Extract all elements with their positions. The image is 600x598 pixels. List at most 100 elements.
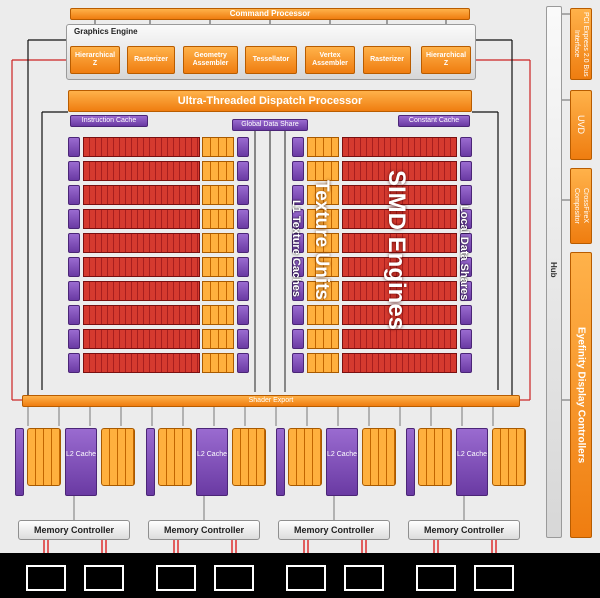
l2-side-bar — [276, 428, 285, 496]
eyefinity-display-controllers: Eyefinity Display Controllers — [570, 252, 592, 538]
left-local-data-share — [68, 353, 80, 373]
right-simd-engine — [342, 305, 457, 325]
right-l1-texture-cache — [292, 161, 304, 181]
left-l1-texture-cache — [237, 257, 249, 277]
right-l1-texture-cache — [292, 305, 304, 325]
right-simd-engine — [342, 233, 457, 253]
left-simd-engine — [83, 305, 200, 325]
l2-cache-1: L2 Cache — [65, 428, 97, 496]
right-local-data-share — [460, 137, 472, 157]
left-simd-engine — [83, 161, 200, 181]
right-l1-texture-cache — [292, 329, 304, 349]
right-l1-texture-cache — [292, 185, 304, 205]
graphics-engine-label: Graphics Engine — [74, 27, 138, 36]
left-texture-unit — [202, 281, 234, 301]
command-processor: Command Processor — [70, 8, 470, 20]
l2-side-bar — [146, 428, 155, 496]
left-texture-unit — [202, 257, 234, 277]
memory-chip-8 — [474, 565, 514, 591]
left-l1-texture-cache — [237, 305, 249, 325]
right-local-data-share — [460, 161, 472, 181]
instruction-cache: Instruction Cache — [70, 115, 148, 127]
l2-texture-block — [101, 428, 135, 486]
graphics-engine-unit-4: Tessellator — [245, 46, 297, 74]
texture-units-label: Texture Units — [311, 180, 332, 301]
right-texture-unit — [307, 137, 339, 157]
left-texture-unit — [202, 233, 234, 253]
right-local-data-share — [460, 257, 472, 277]
pci-express-interface: PCI Express 2.0 Bus Interface — [570, 8, 592, 80]
left-local-data-share — [68, 257, 80, 277]
crossfirex-compositor: CrossFireX Compositor — [570, 168, 592, 244]
left-local-data-share — [68, 233, 80, 253]
graphics-engine-unit-7: Hierarchical Z — [421, 46, 471, 74]
memory-controller-4: Memory Controller — [408, 520, 520, 540]
local-data-shares-label: Local Data Shares — [458, 205, 470, 301]
right-texture-unit — [307, 281, 339, 301]
right-local-data-share — [460, 281, 472, 301]
right-l1-texture-cache — [292, 257, 304, 277]
left-local-data-share — [68, 161, 80, 181]
right-local-data-share — [460, 329, 472, 349]
left-texture-unit — [202, 329, 234, 349]
graphics-engine-unit-5: Vertex Assembler — [305, 46, 355, 74]
left-simd-engine — [83, 257, 200, 277]
left-simd-engine — [83, 233, 200, 253]
l2-texture-block — [492, 428, 526, 486]
l2-texture-block — [418, 428, 452, 486]
right-simd-engine — [342, 161, 457, 181]
ultra-threaded-dispatch-processor: Ultra-Threaded Dispatch Processor — [68, 90, 472, 112]
global-data-share: Global Data Share — [232, 119, 308, 131]
l1-texture-caches-label: L1 Texture Caches — [290, 200, 302, 298]
memory-chip-7 — [416, 565, 456, 591]
left-texture-unit — [202, 137, 234, 157]
left-texture-unit — [202, 209, 234, 229]
left-simd-engine — [83, 137, 200, 157]
left-texture-unit — [202, 185, 234, 205]
right-simd-engine — [342, 329, 457, 349]
left-simd-engine — [83, 329, 200, 349]
shader-export: Shader Export — [22, 395, 520, 407]
memory-chip-3 — [156, 565, 196, 591]
left-simd-engine — [83, 353, 200, 373]
left-simd-engine — [83, 185, 200, 205]
graphics-engine-unit-1: Hierarchical Z — [70, 46, 120, 74]
right-local-data-share — [460, 209, 472, 229]
right-texture-unit — [307, 257, 339, 277]
graphics-engine-unit-3: Geometry Assembler — [183, 46, 238, 74]
l2-cache-4: L2 Cache — [456, 428, 488, 496]
right-l1-texture-cache — [292, 233, 304, 253]
left-local-data-share — [68, 185, 80, 205]
right-l1-texture-cache — [292, 209, 304, 229]
right-l1-texture-cache — [292, 281, 304, 301]
l2-texture-block — [288, 428, 322, 486]
right-local-data-share — [460, 185, 472, 205]
right-texture-unit — [307, 209, 339, 229]
right-texture-unit — [307, 233, 339, 253]
left-l1-texture-cache — [237, 161, 249, 181]
left-local-data-share — [68, 209, 80, 229]
right-simd-engine — [342, 209, 457, 229]
memory-chip-2 — [84, 565, 124, 591]
right-simd-engine — [342, 281, 457, 301]
right-local-data-share — [460, 353, 472, 373]
memory-controller-3: Memory Controller — [278, 520, 390, 540]
l2-texture-block — [362, 428, 396, 486]
left-l1-texture-cache — [237, 233, 249, 253]
left-texture-unit — [202, 353, 234, 373]
memory-chip-6 — [344, 565, 384, 591]
graphics-engine-unit-6: Rasterizer — [363, 46, 411, 74]
right-texture-unit — [307, 161, 339, 181]
left-simd-engine — [83, 209, 200, 229]
simd-engines-label: SIMD Engines — [383, 170, 410, 331]
right-local-data-share — [460, 233, 472, 253]
left-texture-unit — [202, 305, 234, 325]
l2-texture-block — [27, 428, 61, 486]
left-local-data-share — [68, 329, 80, 349]
left-local-data-share — [68, 305, 80, 325]
hub-bar — [546, 6, 562, 538]
l2-side-bar — [406, 428, 415, 496]
left-l1-texture-cache — [237, 209, 249, 229]
left-l1-texture-cache — [237, 281, 249, 301]
